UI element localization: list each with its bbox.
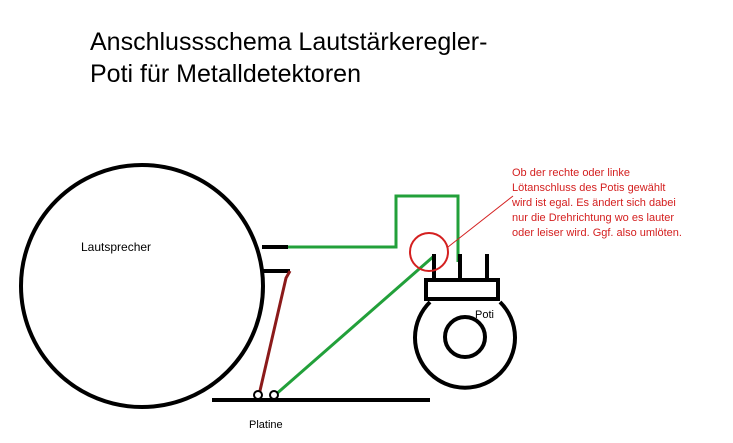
poti-solder-bar bbox=[424, 278, 500, 301]
annotation-note: Ob der rechte oder linke Lötanschluss de… bbox=[512, 166, 682, 241]
annotation-line: nur die Drehrichtung wo es lauter bbox=[512, 212, 675, 224]
speaker-circle bbox=[19, 163, 265, 409]
board-solder-point-left bbox=[253, 390, 263, 400]
title-line-1: Anschlussschema Lautstärkeregler- bbox=[90, 28, 488, 56]
annotation-line: Ob der rechte oder linke bbox=[512, 167, 631, 179]
board-label: Platine bbox=[249, 419, 283, 431]
wire-speaker-to-poti bbox=[288, 194, 460, 262]
highlight-circle bbox=[409, 232, 449, 272]
poti-body bbox=[413, 300, 517, 390]
wire-poti-to-board bbox=[273, 254, 435, 398]
title-line-2: Poti für Metalldetektoren bbox=[90, 60, 361, 88]
board-solder-point-right bbox=[269, 390, 279, 400]
poti-shaft bbox=[443, 315, 487, 359]
page-title: Anschlussschema Lautstärkeregler- Poti f… bbox=[90, 26, 487, 90]
annotation-line: wird ist egal. Es ändert sich dabei bbox=[512, 197, 676, 209]
wire-speaker-to-board bbox=[257, 270, 292, 396]
annotation-line: Lötanschluss des Potis gewählt bbox=[512, 182, 666, 194]
annotation-pointer bbox=[447, 195, 514, 248]
poti-label: Poti bbox=[475, 309, 494, 321]
speaker-label: Lautsprecher bbox=[81, 240, 152, 254]
annotation-line: oder leiser wird. Ggf. also umlöten. bbox=[512, 227, 682, 239]
